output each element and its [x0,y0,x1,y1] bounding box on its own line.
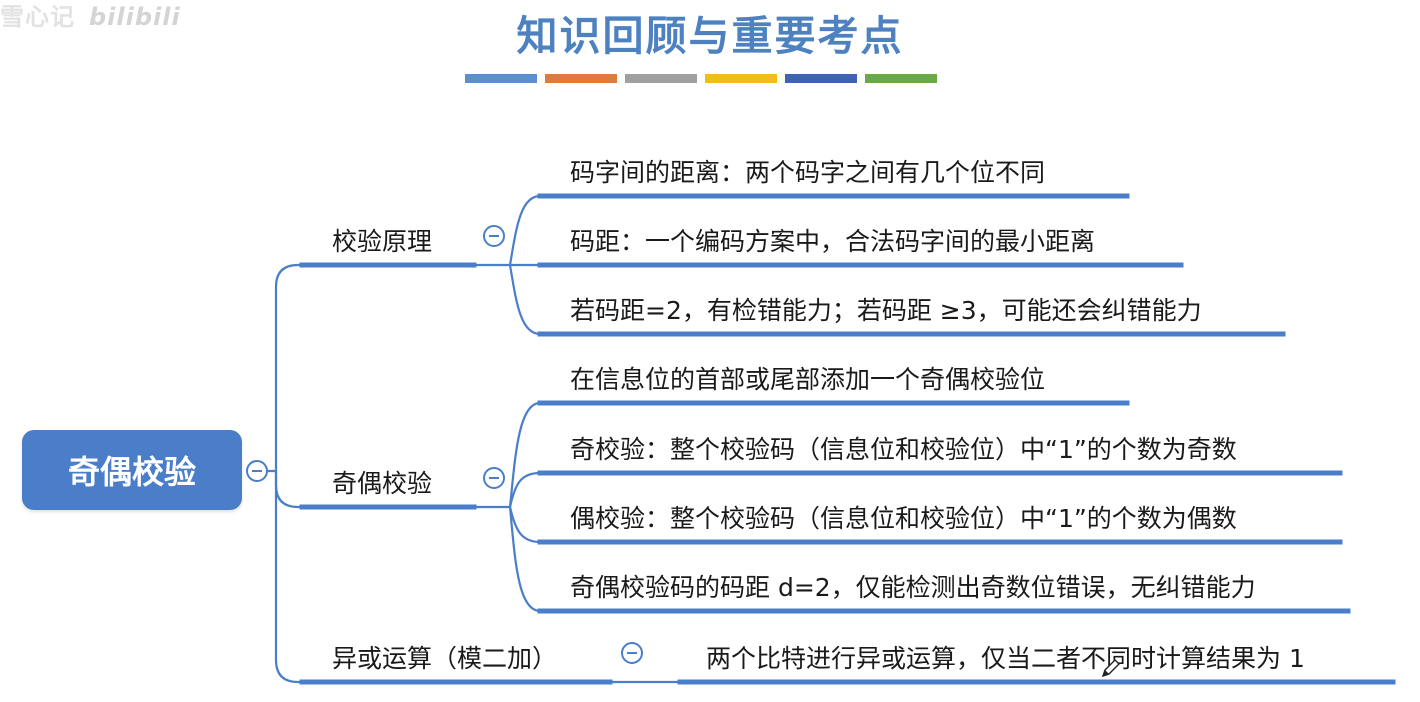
collapse-branch-3-icon[interactable] [621,642,643,664]
accent-bar-blue [465,74,537,83]
root-node[interactable]: 奇偶校验 [22,430,242,510]
bilibili-logo: bilibili [89,3,181,31]
collapse-root-icon[interactable] [246,460,268,482]
branch-label-2: 奇偶校验 [332,469,433,498]
leaf-b1-2: 码距：一个编码方案中，合法码字间的最小距离 [570,227,1096,256]
watermark-text: 雪心记 [0,3,75,31]
connector-branch-3 [274,471,302,684]
pencil-cursor-icon [1101,659,1120,678]
accent-bar-orange [545,74,617,83]
connector-b2-leaf-4 [508,506,541,613]
leaf-b2-2: 奇校验：整个校验码（信息位和校验位）中“1”的个数为奇数 [570,435,1237,464]
collapse-branch-1-icon[interactable] [483,225,505,247]
leaf-b3-1: 两个比特进行异或运算，仅当二者不同时计算结果为 1 [706,644,1305,673]
page-title: 知识回顾与重要考点 [516,12,904,60]
connector-b2-leaf-1 [508,401,541,508]
accent-bar-green [865,74,937,83]
collapse-branch-2-icon[interactable] [483,467,505,489]
connector-b2-leaf-3 [508,506,541,544]
branch-label-3: 异或运算（模二加） [332,644,558,673]
root-node-label: 奇偶校验 [67,453,196,491]
leaf-b2-3: 偶校验：整个校验码（信息位和校验位）中“1”的个数为偶数 [570,504,1237,533]
connector-b2-leaf-2 [508,471,541,508]
accent-bar-gray [625,74,697,83]
connector-branch-1 [274,263,302,471]
connector-branch-2 [274,471,302,509]
accent-bar-darkblue [785,74,857,83]
connector-b1-leaf-3 [508,264,541,336]
leaf-b1-1: 码字间的距离：两个码字之间有几个位不同 [570,158,1046,187]
leaf-b2-4: 奇偶校验码的码距 d=2，仅能检测出奇数位错误，无纠错能力 [570,573,1256,602]
accent-bar-yellow [705,74,777,83]
watermark: 雪心记 bilibili [0,0,230,34]
leaf-b2-1: 在信息位的首部或尾部添加一个奇偶校验位 [570,365,1046,394]
leaf-b1-3: 若码距=2，有检错能力；若码距 ≥3，可能还会纠错能力 [570,296,1202,325]
branch-label-1: 校验原理 [332,227,433,256]
connector-b1-leaf-1 [508,194,541,266]
